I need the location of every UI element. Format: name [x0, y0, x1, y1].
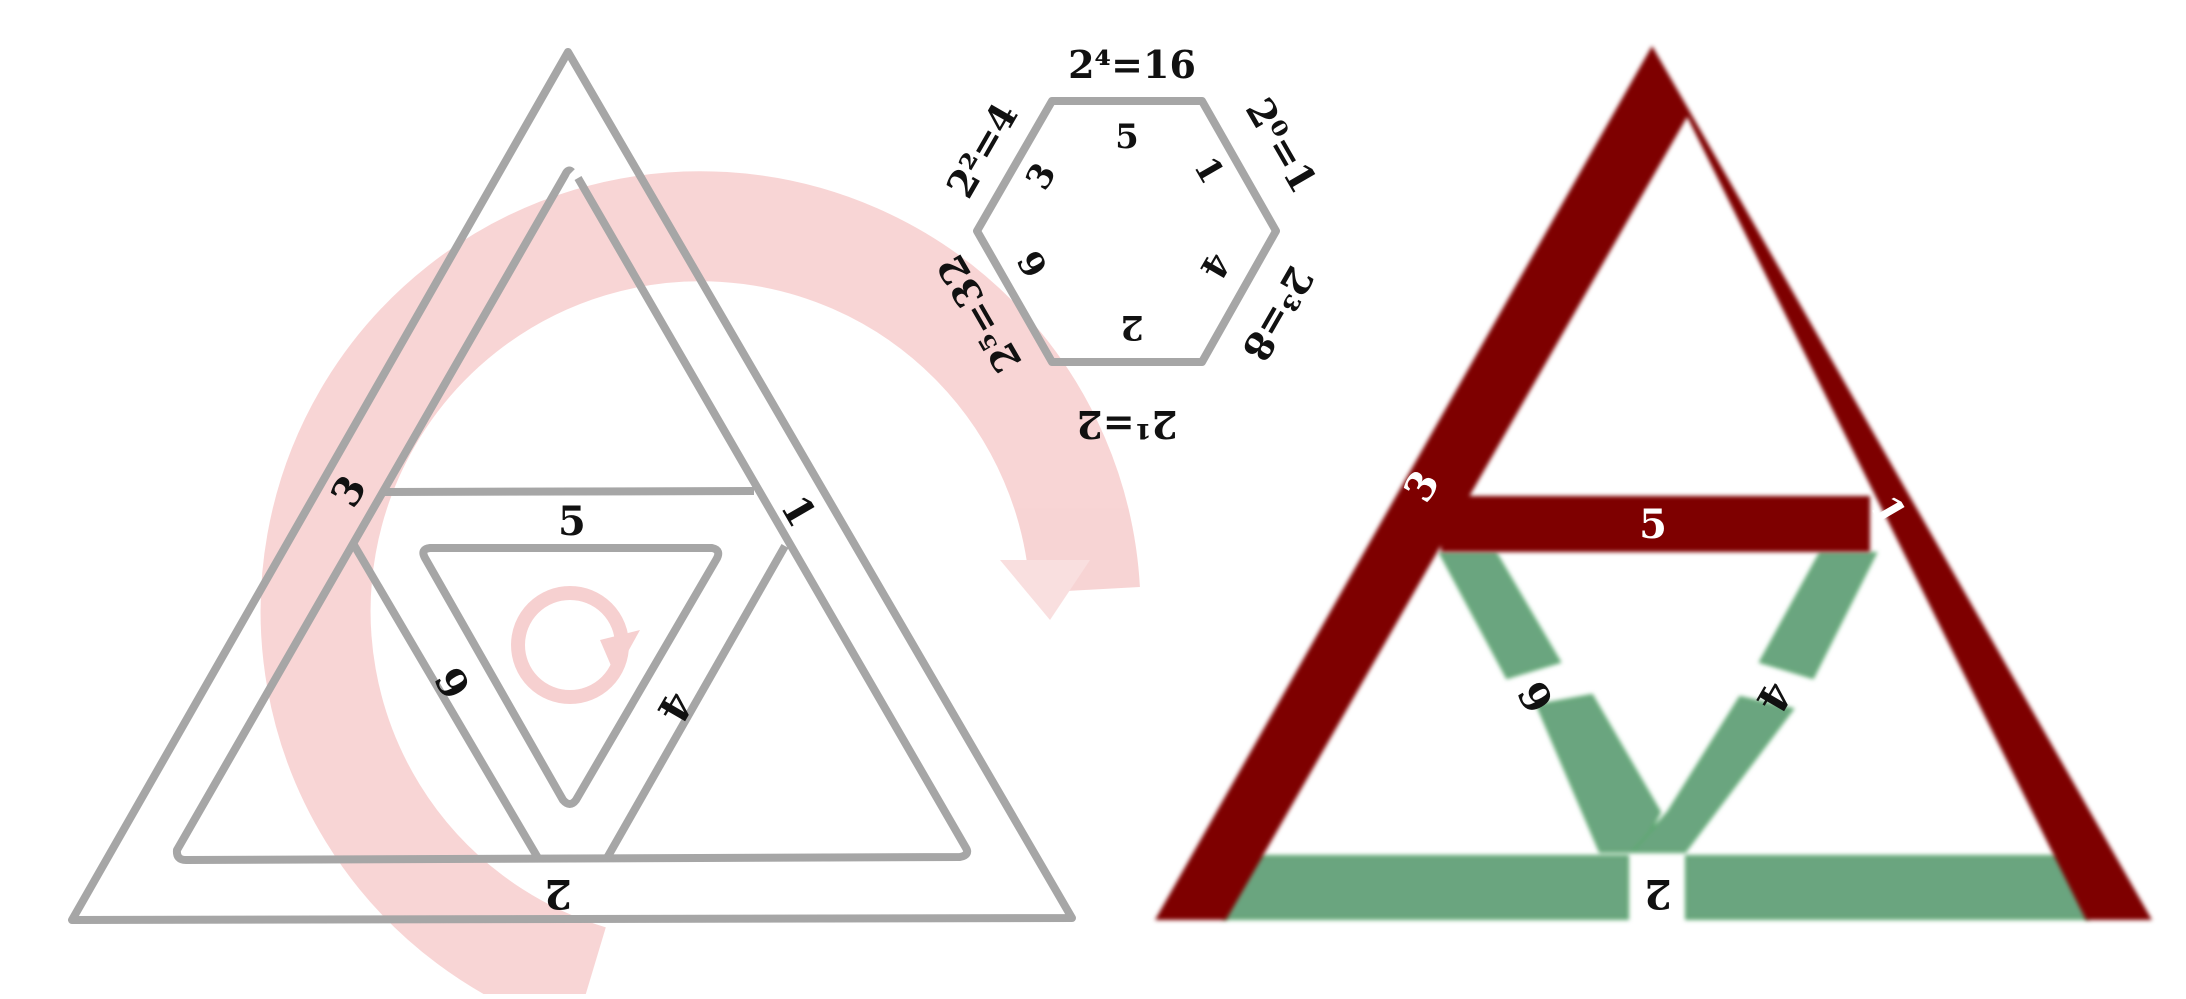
- hex-inner-bottom-right: 4: [1191, 245, 1237, 286]
- hex-inner-bottom: 2: [1120, 307, 1144, 347]
- inner-frame: [172, 166, 972, 864]
- left-label-4: 4: [647, 683, 702, 731]
- center-triangle: [419, 544, 723, 808]
- right-triangle-figure: 3 1 5 6 4 2: [1155, 46, 2152, 920]
- hex-edge-bottom: 2¹=2: [1076, 402, 1177, 447]
- hex-inner-top-left: 3: [1018, 156, 1064, 197]
- right-label-5: 5: [1639, 501, 1667, 548]
- hex-edge-top-left: 2²=4: [937, 95, 1027, 205]
- green-bars: [1222, 552, 2090, 920]
- right-diagonal: [603, 544, 789, 860]
- outer-triangle: [68, 48, 1076, 924]
- green-right-lower: [1629, 695, 1795, 853]
- left-diagonal: [350, 542, 542, 861]
- hex-edge-top: 2⁴=16: [1068, 42, 1196, 87]
- rotate-arrow-icon: [260, 171, 1140, 999]
- right-label-2: 2: [1644, 870, 1672, 917]
- green-left-lower: [1535, 693, 1662, 853]
- red-left-bar: [1155, 46, 1690, 920]
- green-right-upper: [1758, 552, 1878, 680]
- hex-inner-top: 5: [1115, 117, 1139, 157]
- red-crossbar: [1441, 496, 1870, 552]
- left-label-6: 6: [426, 659, 481, 707]
- red-right-bar: [1652, 46, 2152, 920]
- green-bottom-right: [1685, 855, 2090, 920]
- left-label-2: 2: [544, 870, 572, 917]
- left-triangle-figure: 3 1 5 6 4 2: [68, 48, 1140, 999]
- green-bottom-left: [1222, 855, 1629, 920]
- hex-inner-bottom-left: 6: [1010, 243, 1056, 284]
- crossbar: [384, 487, 755, 496]
- red-bars: [1155, 46, 2152, 920]
- hex-inner-top-right: 1: [1185, 150, 1231, 191]
- hexagon-outline: [973, 97, 1280, 366]
- left-triangle-outlines: [68, 48, 1076, 924]
- left-label-5: 5: [558, 498, 586, 545]
- green-left-upper: [1438, 552, 1562, 680]
